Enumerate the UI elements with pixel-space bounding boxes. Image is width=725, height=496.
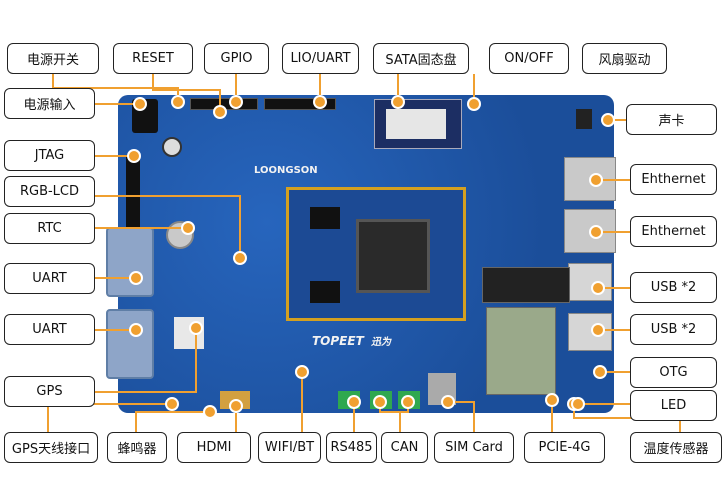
dot-wifi-bt [295, 365, 309, 379]
label-fan: 风扇驱动 [582, 43, 667, 74]
label-usb-1: USB *2 [630, 272, 717, 303]
4g-module [486, 307, 556, 395]
dot-uart-1 [129, 271, 143, 285]
dot-reset [213, 105, 227, 119]
label-reset: RESET [113, 43, 193, 74]
dot-on-off [467, 97, 481, 111]
dot-power-in [133, 97, 147, 111]
label-lio-uart: LIO/UART [282, 43, 359, 74]
line-sim [448, 401, 475, 432]
label-gps: GPS [4, 376, 95, 407]
label-wifi-bt: WIFI/BT [258, 432, 321, 463]
line-reset [152, 74, 221, 112]
label-gps-antenna: GPS天线接口 [4, 432, 98, 463]
dot-otg [593, 365, 607, 379]
memory-chip-1 [310, 207, 340, 229]
label-sata: SATA固态盘 [373, 43, 469, 74]
dot-gps-antenna [165, 397, 179, 411]
dot-rs485 [347, 395, 361, 409]
uart-db9-1 [106, 227, 154, 297]
dot-ethernet-2 [589, 225, 603, 239]
label-on-off: ON/OFF [489, 43, 569, 74]
board-maker: TOPEET 迅为 [312, 333, 391, 348]
label-rtc: RTC [4, 213, 95, 244]
dot-pcie-4g [545, 393, 559, 407]
label-hdmi: HDMI [177, 432, 251, 463]
dot-hdmi [229, 399, 243, 413]
dev-board: LOONGSON TOPEET 迅为 [106, 95, 616, 413]
label-led: LED [630, 390, 717, 421]
label-otg: OTG [630, 357, 717, 388]
label-power-in: 电源输入 [4, 88, 95, 119]
dot-rgb-lcd [233, 251, 247, 265]
soc-chip [356, 219, 430, 293]
dot-uart-2 [129, 323, 143, 337]
dot-usb-1 [591, 281, 605, 295]
label-uart-2: UART [4, 314, 95, 345]
line-gps-antenna [47, 403, 172, 432]
dot-can-2 [401, 395, 415, 409]
dot-ethernet-1 [589, 173, 603, 187]
dot-jtag [127, 149, 141, 163]
dot-lio-uart [313, 95, 327, 109]
label-sound: 声卡 [626, 104, 717, 135]
dot-can-1 [373, 395, 387, 409]
dot-buzzer [203, 405, 217, 419]
label-ethernet-2: Ehthernet [630, 216, 717, 247]
dot-sata [391, 95, 405, 109]
label-power-switch: 电源开关 [7, 43, 99, 74]
capacitor [162, 137, 182, 157]
usb-port-1 [568, 263, 612, 301]
fan-header [576, 109, 592, 129]
label-jtag: JTAG [4, 140, 95, 171]
label-rgb-lcd: RGB-LCD [4, 176, 95, 207]
label-ethernet-1: Ehthernet [630, 164, 717, 195]
jtag-header [126, 157, 140, 227]
line-rgb-lcd [95, 195, 241, 258]
label-rs485: RS485 [326, 432, 377, 463]
dot-rtc [181, 221, 195, 235]
label-gpio: GPIO [204, 43, 269, 74]
pcie-slot [482, 267, 570, 303]
line-buzzer [135, 411, 210, 432]
sata-label-sticker [386, 109, 446, 139]
label-sim-card: SIM Card [434, 432, 514, 463]
line-gps [95, 328, 197, 393]
dot-sim [441, 395, 455, 409]
label-pcie-4g: PCIE-4G [524, 432, 605, 463]
board-maker-cn: 迅为 [370, 337, 391, 348]
label-uart-1: UART [4, 263, 95, 294]
dot-usb-2 [591, 323, 605, 337]
line-temp [573, 404, 681, 432]
dot-led [571, 397, 585, 411]
label-temp-sensor: 温度传感器 [630, 432, 722, 463]
dot-fan [601, 113, 615, 127]
dot-gpio [229, 95, 243, 109]
dot-power-switch [171, 95, 185, 109]
label-buzzer: 蜂鸣器 [107, 432, 167, 463]
dot-gps [189, 321, 203, 335]
label-usb-2: USB *2 [630, 314, 717, 345]
label-can: CAN [381, 432, 428, 463]
memory-chip-2 [310, 281, 340, 303]
board-maker-en: TOPEET [312, 334, 364, 348]
board-brand: LOONGSON [254, 165, 318, 176]
uart-db9-2 [106, 309, 154, 379]
